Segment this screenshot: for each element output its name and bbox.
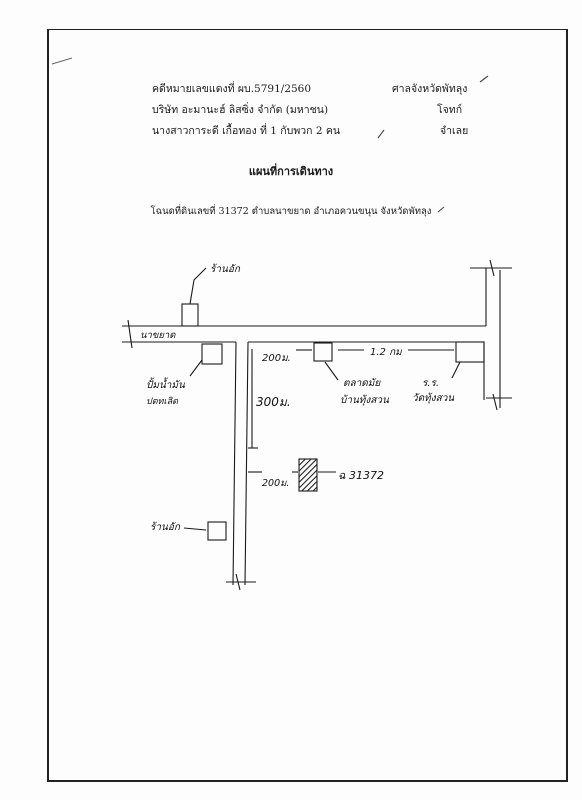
check-mark — [377, 129, 385, 139]
shop-bottom-building — [207, 521, 227, 541]
check-mark — [479, 75, 489, 83]
court-name: ศาลจังหวัดพัทลุง — [392, 83, 468, 95]
gas-station-building — [201, 343, 223, 365]
temple-label: ร.ร. — [422, 378, 440, 389]
side-road-west-edge — [232, 341, 237, 586]
plaintiff-role: โจทก์ — [437, 104, 463, 116]
leader-line — [324, 361, 339, 381]
school-sublabel: บ้านทุ้งสวน — [340, 395, 389, 406]
shop-top-building — [181, 303, 199, 327]
road-name-label: นาขยาด — [140, 330, 176, 341]
parcel-label: ฉ 31372 — [338, 469, 384, 482]
distance-200m-bottom: 200ม. — [262, 478, 290, 489]
land-parcel-31372 — [298, 458, 318, 492]
distance-1.2km: 1.2 กม — [370, 347, 402, 358]
leader-line — [451, 361, 461, 379]
gas-station-sublabel: ปตทเลิด — [146, 397, 178, 407]
deed-subtitle: โฉนดที่ดินเลขที่ 31372 ตำบลนาขยาด อำเภอค… — [150, 206, 432, 217]
temple-building — [455, 341, 485, 363]
road-end-mark — [235, 573, 241, 591]
school-label: ตลาดมัย — [343, 378, 381, 389]
road-end-mark — [127, 319, 133, 349]
road-end-mark — [489, 259, 495, 277]
distance-300m: 300ม. — [256, 395, 291, 409]
defendant-name: นางสาวการะดี เกื้อทอง ที่ 1 กับพวก 2 คน — [152, 125, 341, 137]
leader-line — [189, 359, 203, 377]
page-title: แผนที่การเดินทาง — [248, 165, 334, 178]
landmark-top-label: ร้านอัก — [210, 264, 240, 275]
stray-mark — [51, 57, 73, 65]
distance-200m-top: 200ม. — [262, 353, 291, 364]
gas-station-label: ปั้มน้ำมัน — [146, 380, 185, 391]
check-mark — [437, 206, 445, 213]
leader-line — [183, 527, 207, 531]
case-number: คดีหมายเลขแดงที่ ผบ.5791/2560 — [152, 83, 312, 95]
temple-sublabel: วัดทุ้งสวน — [412, 393, 455, 404]
plaintiff-name: บริษัท อะมานะฮ์ ลิสซิ่ง จำกัด (มหาชน) — [152, 104, 329, 116]
landmark-bottom-label: ร้านอัก — [150, 522, 180, 533]
leader-line — [189, 267, 207, 305]
page-border — [47, 29, 568, 782]
road-end-mark — [492, 393, 498, 411]
school-building — [313, 342, 333, 362]
side-road-east-edge — [244, 341, 249, 586]
defendant-role: จำเลย — [440, 125, 469, 137]
